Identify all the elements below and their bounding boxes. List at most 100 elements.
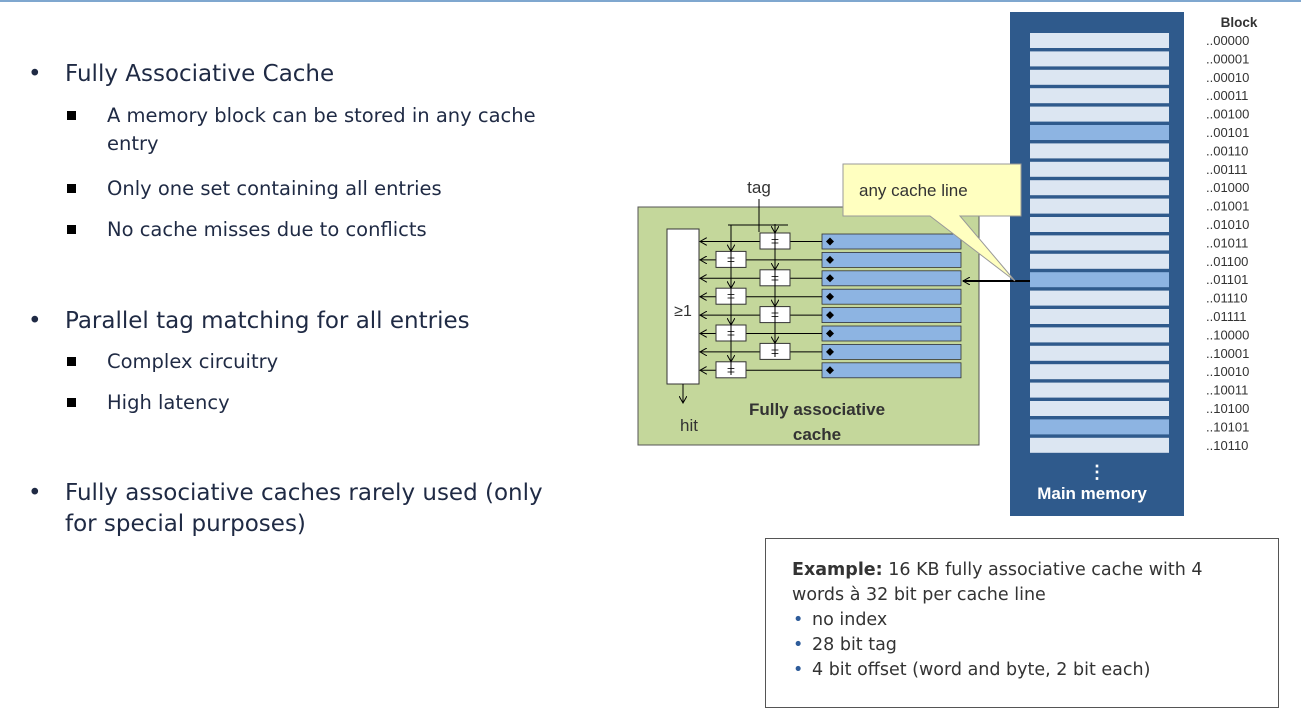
bullet-dot: •: [28, 61, 42, 87]
cache-line: [821, 288, 962, 305]
memory-row: [1030, 106, 1169, 122]
block-label: ..01100: [1206, 254, 1248, 269]
block-label: ..00001: [1206, 51, 1249, 66]
memory-row: [1030, 69, 1169, 85]
or-gate-label: ≥1: [674, 303, 692, 320]
block-label: ..01011: [1206, 235, 1248, 250]
memory-row: [1030, 180, 1169, 196]
block-label: ..00100: [1206, 107, 1249, 122]
memory-row: [1030, 33, 1169, 48]
subbullet-text: No cache misses due to conflicts: [107, 218, 427, 241]
memory-row: [1030, 235, 1169, 251]
square-bullet: [67, 184, 76, 193]
block-label: ..01001: [1206, 199, 1249, 214]
block-label: ..10110: [1206, 438, 1248, 453]
cache-lines: [700, 233, 962, 379]
square-bullet: [67, 225, 76, 234]
tag-port-diamond: [826, 366, 834, 375]
square-bullet: [67, 398, 76, 407]
example-item: •no index: [792, 608, 1278, 633]
tag-port-diamond: [826, 255, 834, 264]
block-label: ..01111: [1206, 309, 1246, 324]
tag-port-diamond: [826, 237, 834, 246]
square-bullet: [67, 357, 76, 366]
cache-line: [821, 307, 962, 324]
memory-row: [1030, 253, 1169, 269]
block-label: ..01010: [1206, 217, 1249, 232]
memory-caption: Main memory: [1037, 484, 1147, 503]
cache-title-line1: Fully associative: [749, 400, 885, 419]
block-label: ..00011: [1206, 88, 1248, 103]
memory-row: [1030, 143, 1169, 159]
memory-row: [1030, 125, 1169, 140]
subbullet-text: Complex circuitry: [107, 350, 279, 373]
cache-line: [821, 251, 962, 268]
block-label: ..00111: [1206, 162, 1247, 177]
memory-row: [1030, 437, 1169, 453]
memory-row: [1030, 401, 1169, 416]
cache-line: [821, 233, 962, 250]
memory-row: [1030, 198, 1169, 214]
memory-row: [1030, 272, 1169, 288]
memory-row: [1030, 290, 1169, 306]
example-item: •28 bit tag: [792, 633, 1278, 658]
or-gate: [666, 228, 700, 385]
cache-line: [821, 325, 962, 342]
bullet-text: Fully Associative Cache: [65, 61, 335, 87]
block-header: Block: [1221, 15, 1258, 30]
subbullet-text: High latency: [107, 391, 230, 414]
block-label: ..10000: [1206, 327, 1249, 342]
block-labels: ..00000 ..00001 ..00010 ..00011 ..00100 ..001…: [1206, 33, 1249, 453]
tag-port-diamond: [826, 347, 834, 356]
example-item: •4 bit offset (word and byte, 2 bit each…: [792, 658, 1278, 683]
square-bullet: [67, 111, 76, 120]
memory-ellipsis: ⋮: [1088, 462, 1106, 482]
callout-text: any cache line: [859, 181, 968, 200]
tag-port-diamond: [826, 311, 834, 320]
block-label: ..10010: [1206, 364, 1249, 379]
block-label: ..01000: [1206, 180, 1249, 195]
subbullet-text: Only one set containing all entries: [107, 177, 442, 200]
memory-row: [1030, 345, 1169, 361]
block-label: ..01101: [1206, 272, 1248, 287]
cache-title-line2: cache: [793, 425, 841, 444]
comparators: ========: [715, 224, 791, 379]
tag-port-diamond: [826, 292, 834, 301]
top-divider-line: [0, 0, 1301, 2]
block-label: ..00101: [1206, 125, 1249, 140]
callout-bubble: [842, 163, 1022, 282]
block-label: ..01110: [1206, 291, 1247, 306]
tag-port-diamond: [826, 274, 834, 283]
bullet-dot: •: [28, 480, 42, 506]
block-label: ..00000: [1206, 33, 1249, 48]
subbullet-text: A memory block can be stored in any cach…: [107, 104, 536, 155]
cache-line: [821, 270, 962, 287]
block-label: ..00110: [1206, 143, 1248, 158]
example-bullet-dot: •: [793, 660, 804, 680]
memory-row: [1030, 161, 1169, 177]
example-bullet-dot: •: [793, 635, 804, 655]
cache-line: [821, 343, 962, 360]
example-bullet-dot: •: [793, 610, 804, 630]
memory-row: [1030, 51, 1169, 67]
hit-label: hit: [680, 416, 698, 435]
memory-row: [1030, 309, 1169, 324]
block-label: ..00010: [1206, 70, 1249, 85]
block-label: ..10001: [1206, 346, 1249, 361]
memory-row: [1030, 419, 1169, 435]
memory-row: [1030, 217, 1169, 232]
example-title: Example: 16 KB fully associative cache w…: [792, 560, 1203, 580]
block-label: ..10101: [1206, 419, 1249, 434]
block-label: ..10100: [1206, 401, 1249, 416]
memory-row: [1030, 327, 1169, 343]
example-box: Example: 16 KB fully associative cache w…: [765, 538, 1279, 708]
example-title-line2: words à 32 bit per cache line: [792, 585, 1046, 605]
block-label: ..10011: [1206, 383, 1248, 398]
memory-row: [1030, 364, 1169, 380]
tag-label: tag: [747, 178, 771, 197]
memory-row: [1030, 382, 1169, 398]
memory-rows: [1030, 33, 1169, 453]
tag-port-diamond: [826, 329, 834, 338]
bullet-text: Fully associative caches rarely used (on…: [65, 480, 543, 537]
